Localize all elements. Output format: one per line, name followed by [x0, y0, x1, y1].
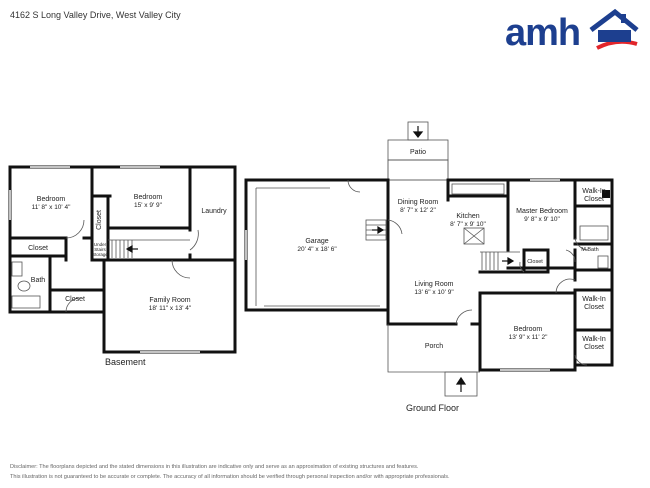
house-roof-icon — [589, 8, 639, 50]
disclaimer: Disclaimer: The floorplans depicted and … — [10, 462, 610, 482]
level-label-ground: Ground Floor — [406, 403, 460, 413]
level-label-basement: Basement — [105, 357, 146, 367]
room-porch: Porch — [424, 343, 444, 350]
room-closet-vertical: Closet — [96, 210, 103, 230]
disclaimer-line-2: This illustration is not guaranteed to b… — [10, 474, 450, 480]
logo-text: amh — [505, 12, 581, 54]
room-closet-basement-2: Closet — [65, 296, 85, 303]
room-walk-in-closet-3: Walk-In Closet — [582, 336, 606, 351]
room-walk-in-closet-2: Walk-In Closet — [582, 296, 606, 311]
room-under-stairs-storage: Under Stairs Storage — [92, 242, 108, 257]
room-closet-ground: Closet — [527, 259, 543, 265]
room-closet-basement-1: Closet — [28, 245, 48, 252]
basement-outline — [8, 165, 237, 354]
room-laundry: Laundry — [201, 208, 227, 215]
property-address: 4162 S Long Valley Drive, West Valley Ci… — [10, 10, 181, 20]
disclaimer-line-1: Disclaimer: The floorplans depicted and … — [10, 464, 419, 470]
company-logo: amh — [505, 8, 640, 54]
room-walk-in-closet-1: Walk-In Closet — [582, 188, 606, 203]
room-bath-basement: Bath — [30, 277, 46, 284]
room-patio: Patio — [410, 149, 426, 156]
room-master-bath: M.Bath — [581, 247, 599, 253]
